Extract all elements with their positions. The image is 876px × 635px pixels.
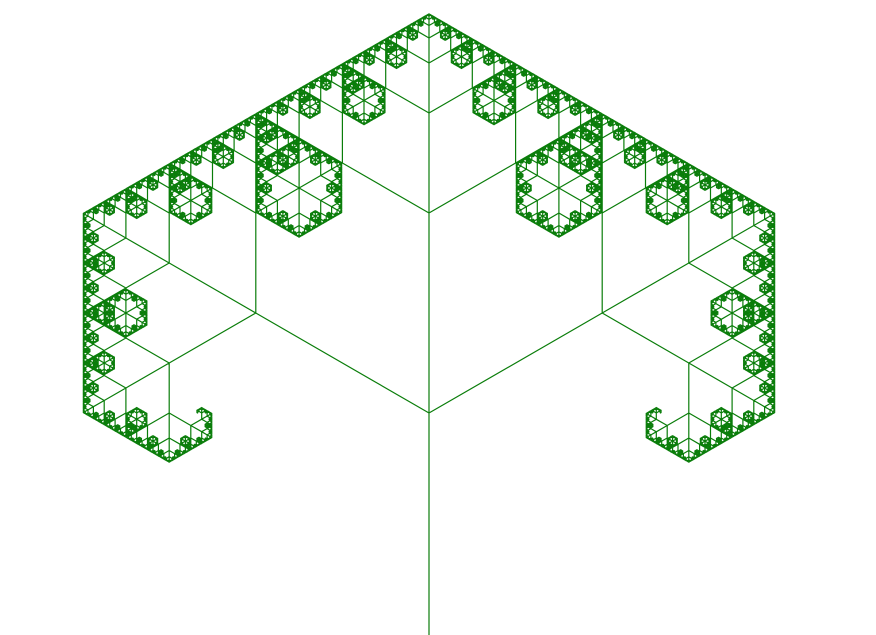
fractal-tree-branches <box>82 13 776 635</box>
fractal-tree-branch-path <box>82 13 776 635</box>
